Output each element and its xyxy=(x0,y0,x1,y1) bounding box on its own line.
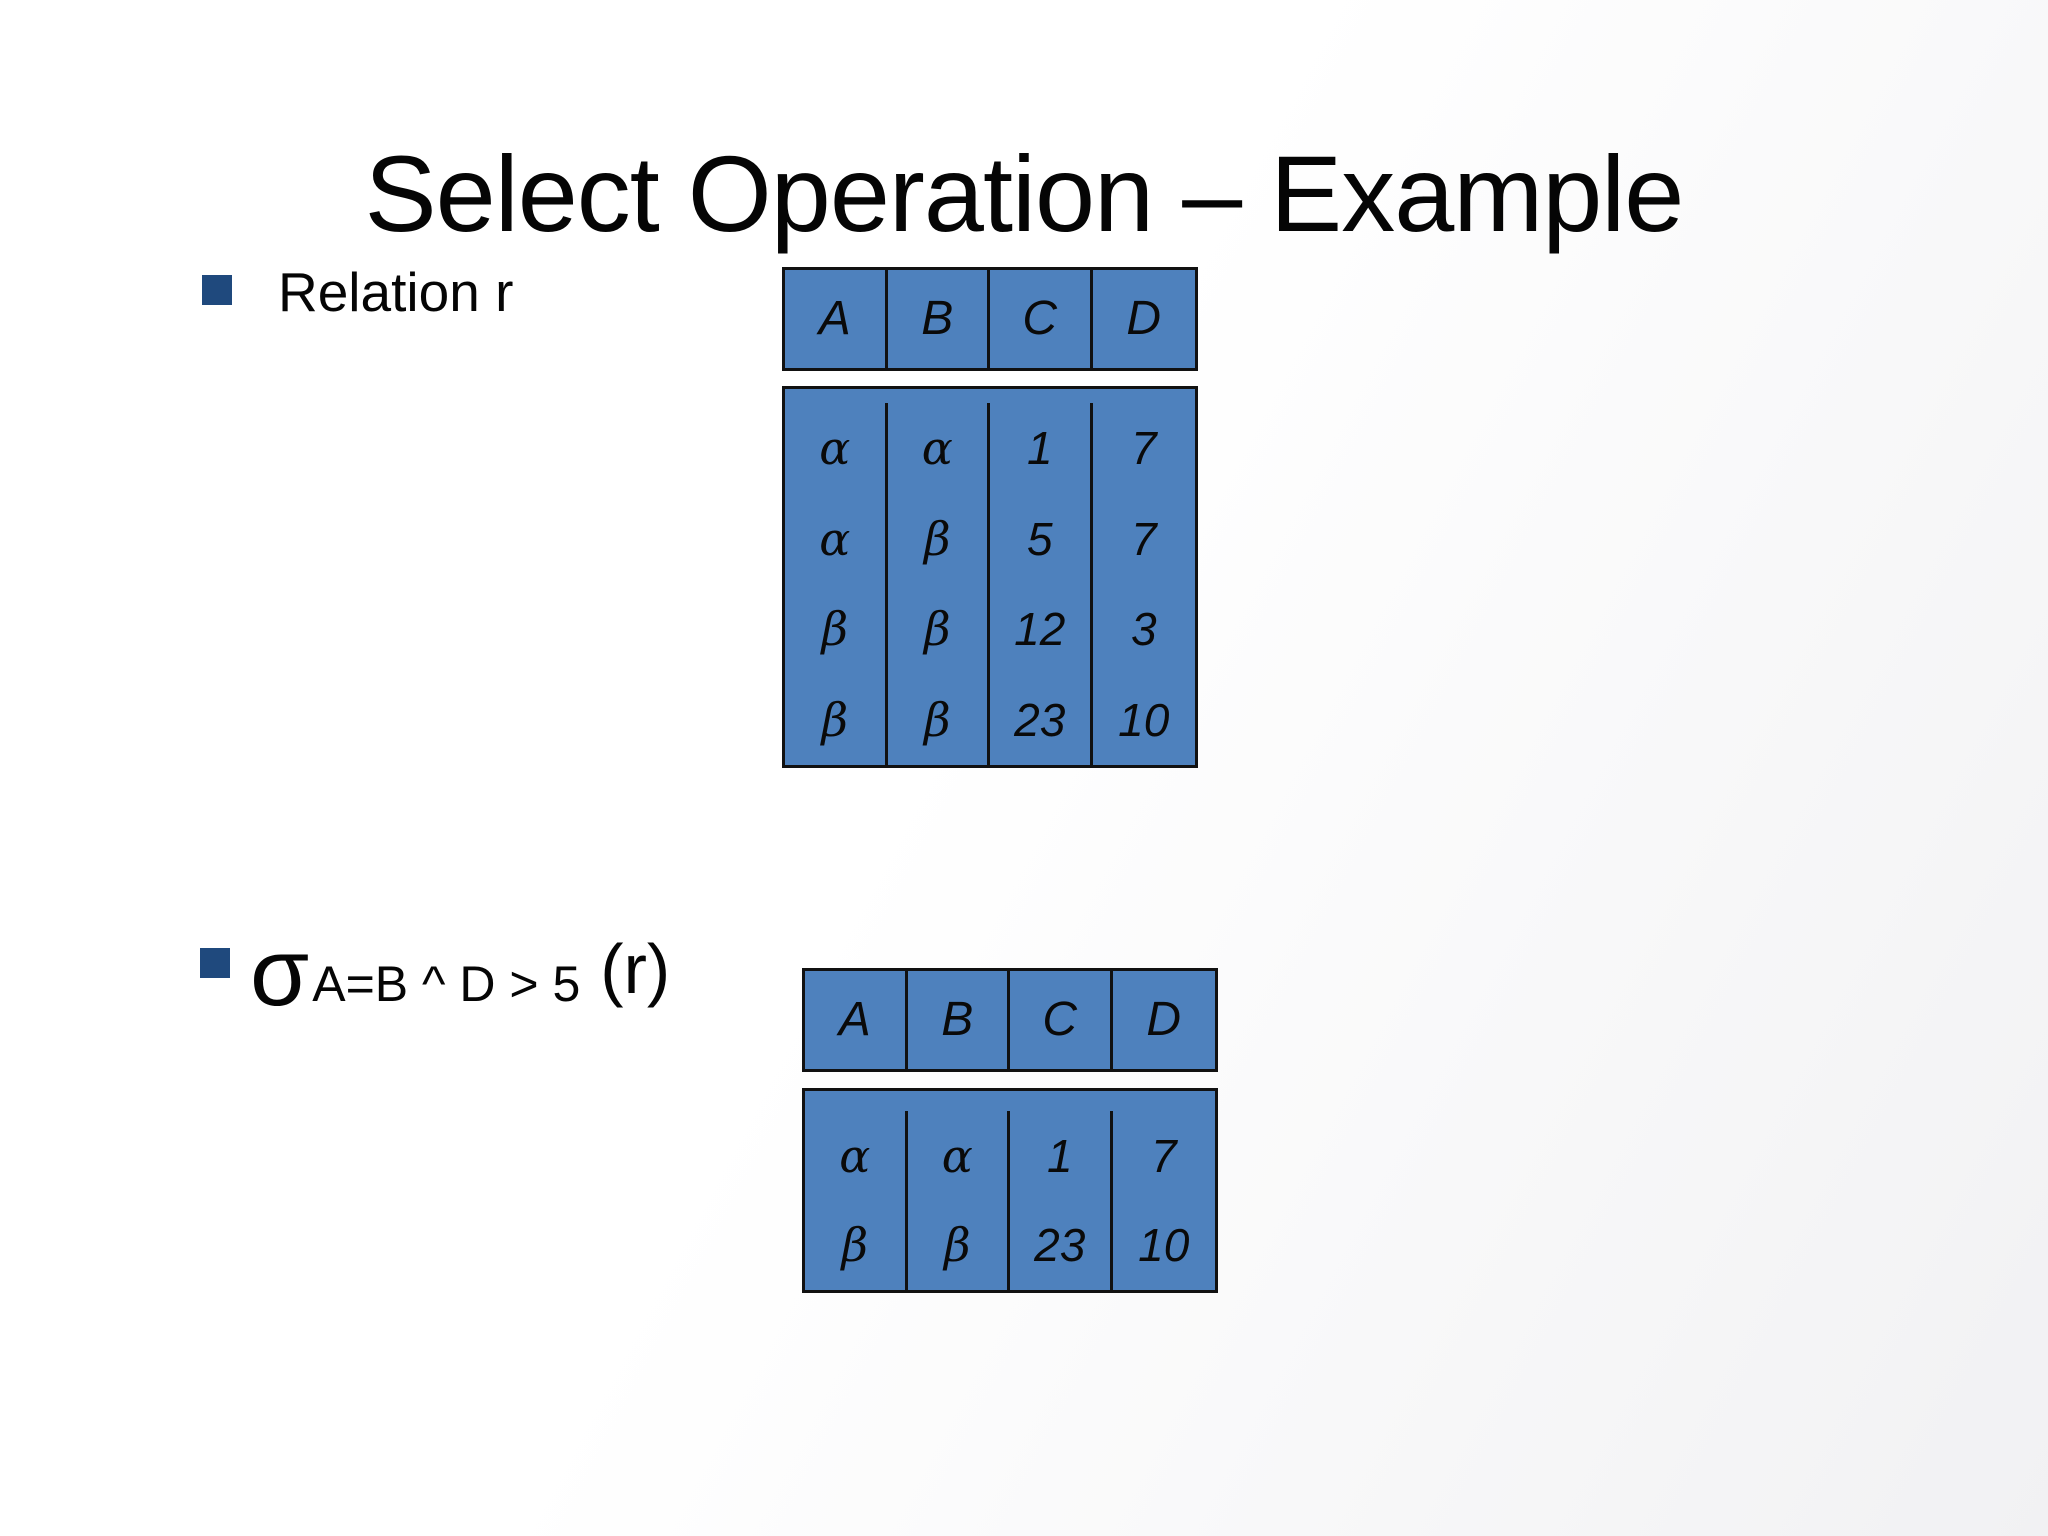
table-cell: 10 xyxy=(1118,693,1170,746)
selection-condition: A=B ^ D > 5 xyxy=(312,956,581,1012)
table-cell: β xyxy=(805,1200,908,1290)
table-cell: 7 xyxy=(1130,512,1157,565)
slide-title: Select Operation – Example xyxy=(364,133,1685,254)
table-cell: β xyxy=(785,674,888,765)
sigma-symbol: σ xyxy=(250,919,310,1026)
table-cell: β xyxy=(888,493,990,584)
header-cell: D xyxy=(1146,993,1182,1046)
table-cell: 5 xyxy=(990,493,1093,584)
bullet-square-icon xyxy=(202,275,232,305)
table-cell: α xyxy=(785,493,888,584)
table-cell: 3 xyxy=(1130,603,1157,656)
table-cell: α xyxy=(888,403,990,494)
table-cell: β xyxy=(888,674,990,765)
header-cell: B xyxy=(908,971,1010,1069)
relation-r-label: Relation r xyxy=(278,261,514,323)
header-cell: A xyxy=(785,270,888,368)
header-cell: A xyxy=(805,971,908,1069)
table-cell: 7 xyxy=(1150,1129,1177,1182)
header-cell: B xyxy=(888,270,990,368)
table-cell: 10 xyxy=(1138,1219,1190,1272)
table-cell: 1 xyxy=(990,403,1093,494)
table-cell: α xyxy=(785,403,888,494)
header-cell: C xyxy=(1010,971,1113,1069)
bullet-square-icon xyxy=(200,948,230,978)
table-cell: β xyxy=(908,1200,1010,1290)
table-cell: 12 xyxy=(990,584,1093,675)
table-cell: 1 xyxy=(1010,1111,1113,1201)
table-cell: 23 xyxy=(990,674,1093,765)
table-cell: 23 xyxy=(1010,1200,1113,1290)
relation-operand: (r) xyxy=(600,930,671,1008)
table-cell: β xyxy=(785,584,888,675)
relation-r-table-body: α α 1 7 α β 5 7 β β 12 3 β β 23 10 xyxy=(782,386,1198,768)
bullet-relation-r: Relation r xyxy=(202,262,513,323)
sigma-expression: σ A=B ^ D > 5 (r) xyxy=(200,925,670,1021)
table-cell: α xyxy=(908,1111,1010,1201)
table-cell: α xyxy=(805,1111,908,1201)
table-cell: β xyxy=(888,584,990,675)
table-cell: 7 xyxy=(1130,422,1157,475)
header-cell: C xyxy=(990,270,1093,368)
header-cell: D xyxy=(1126,292,1162,345)
result-table-header: A B C D xyxy=(802,968,1218,1072)
result-table-body: α α 1 7 β β 23 10 xyxy=(802,1088,1218,1293)
relation-r-table-header: A B C D xyxy=(782,267,1198,371)
